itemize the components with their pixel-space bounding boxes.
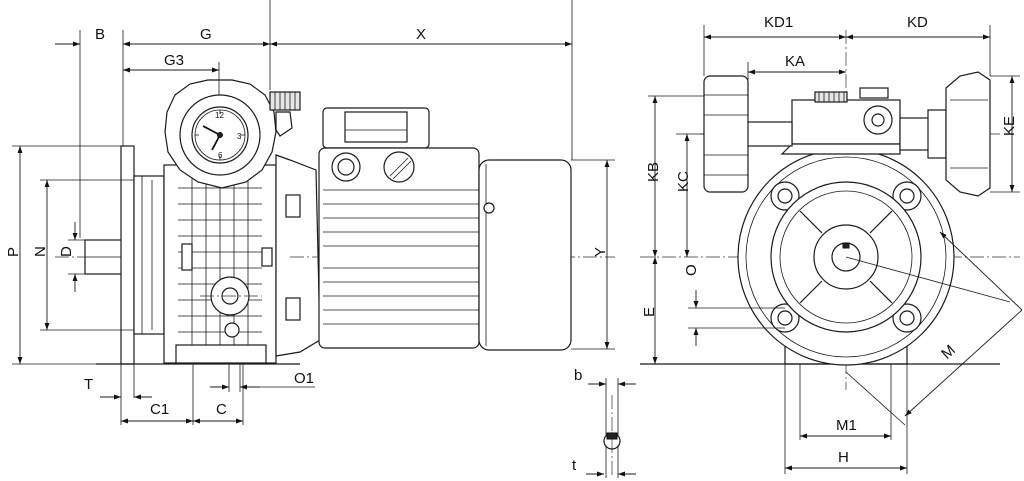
label-B: B (95, 26, 105, 43)
label-X: X (416, 26, 426, 43)
end-view (640, 30, 1020, 390)
label-KD1: KD1 (764, 14, 793, 31)
svg-text:6: 6 (218, 151, 223, 160)
dimension-lines (12, 0, 1023, 477)
label-T: T (84, 376, 93, 393)
label-KB: KB (645, 162, 662, 182)
svg-text:12: 12 (215, 111, 224, 120)
label-H: H (838, 449, 849, 466)
label-G3: G3 (164, 52, 184, 69)
fan-cover (478, 159, 572, 351)
label-P: P (5, 247, 22, 257)
label-Y: Y (592, 247, 609, 257)
label-G: G (200, 26, 212, 43)
label-KE: KE (1001, 116, 1018, 136)
label-KD: KD (907, 14, 928, 31)
label-N: N (32, 246, 49, 257)
coupling-housing (275, 154, 321, 357)
label-O: O (683, 264, 700, 276)
label-KA: KA (785, 53, 805, 70)
label-b: b (574, 367, 582, 384)
svg-text:3: 3 (237, 132, 242, 141)
label-M: M (938, 342, 959, 363)
label-O1: O1 (294, 370, 314, 387)
label-t: t (572, 457, 577, 474)
label-M1: M1 (836, 417, 857, 434)
label-E: E (641, 307, 658, 317)
right-handwheel (945, 71, 991, 197)
output-flange (120, 145, 135, 365)
label-D: D (58, 246, 75, 257)
label-KC: KC (675, 171, 692, 192)
label-C: C (216, 401, 227, 418)
label-C1: C1 (150, 401, 169, 418)
left-handwheel-shaft (744, 121, 793, 147)
side-view: 12 3 6 (55, 79, 615, 365)
keyway-detail (603, 378, 621, 478)
